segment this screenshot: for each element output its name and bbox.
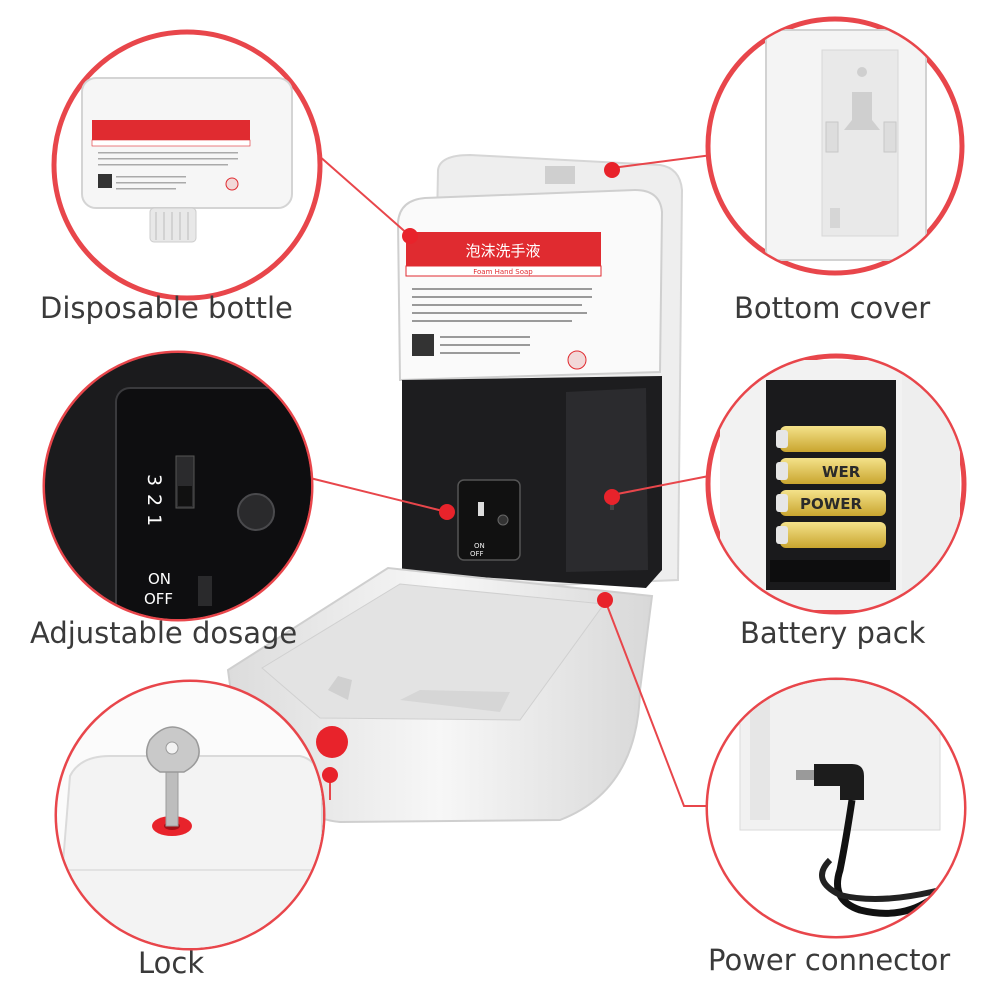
label-lock: Lock (138, 946, 204, 980)
dc-plug-icon (796, 764, 941, 917)
cover-lock-dot (316, 726, 348, 758)
battery-icon (776, 426, 886, 548)
callout-connectors (309, 154, 715, 807)
label-disposable-bottle: Disposable bottle (40, 291, 293, 325)
zoom-battery-pack: WER POWER (705, 353, 967, 615)
dosage-level-3: 3 (143, 474, 165, 486)
zoom-switch-off: OFF (144, 590, 173, 608)
label-battery-pack: Battery pack (740, 616, 926, 650)
window-switch-off: OFF (470, 550, 484, 558)
bottle-label-band (406, 232, 601, 266)
label-power-connector: Power connector (708, 943, 950, 977)
zoom-disposable-bottle (51, 29, 323, 301)
front-cover (226, 566, 654, 824)
bottle-label-title: 泡沫洗手液 (465, 242, 540, 260)
battery-print-2: POWER (800, 495, 863, 513)
dispenser: 泡沫洗手液 Foam Hand Soap ON OFF (226, 153, 684, 824)
label-bottom-cover: Bottom cover (734, 291, 930, 325)
dosage-window: ON OFF (402, 376, 662, 588)
dosage-level-1: 1 (143, 514, 165, 526)
zoom-adjustable-dosage: 3 2 1 ON OFF (42, 350, 314, 622)
refill-bottle: 泡沫洗手液 Foam Hand Soap (396, 188, 664, 382)
zoom-lock (54, 679, 326, 951)
qr-code-icon (412, 334, 434, 356)
label-adjustable-dosage: Adjustable dosage (30, 616, 297, 650)
dosage-button (237, 493, 275, 531)
key-icon (145, 726, 200, 827)
seal-icon (567, 350, 587, 370)
dosage-level-2: 2 (143, 494, 165, 506)
battery-print-1: WER (822, 463, 861, 481)
zoom-switch-on: ON (148, 570, 171, 588)
back-plate-slot (545, 166, 575, 184)
bottle-label-subtitle: Foam Hand Soap (473, 268, 533, 276)
zoom-power-connector (705, 677, 967, 939)
window-switch-on: ON (474, 542, 485, 550)
zoom-bottom-cover (705, 16, 965, 276)
